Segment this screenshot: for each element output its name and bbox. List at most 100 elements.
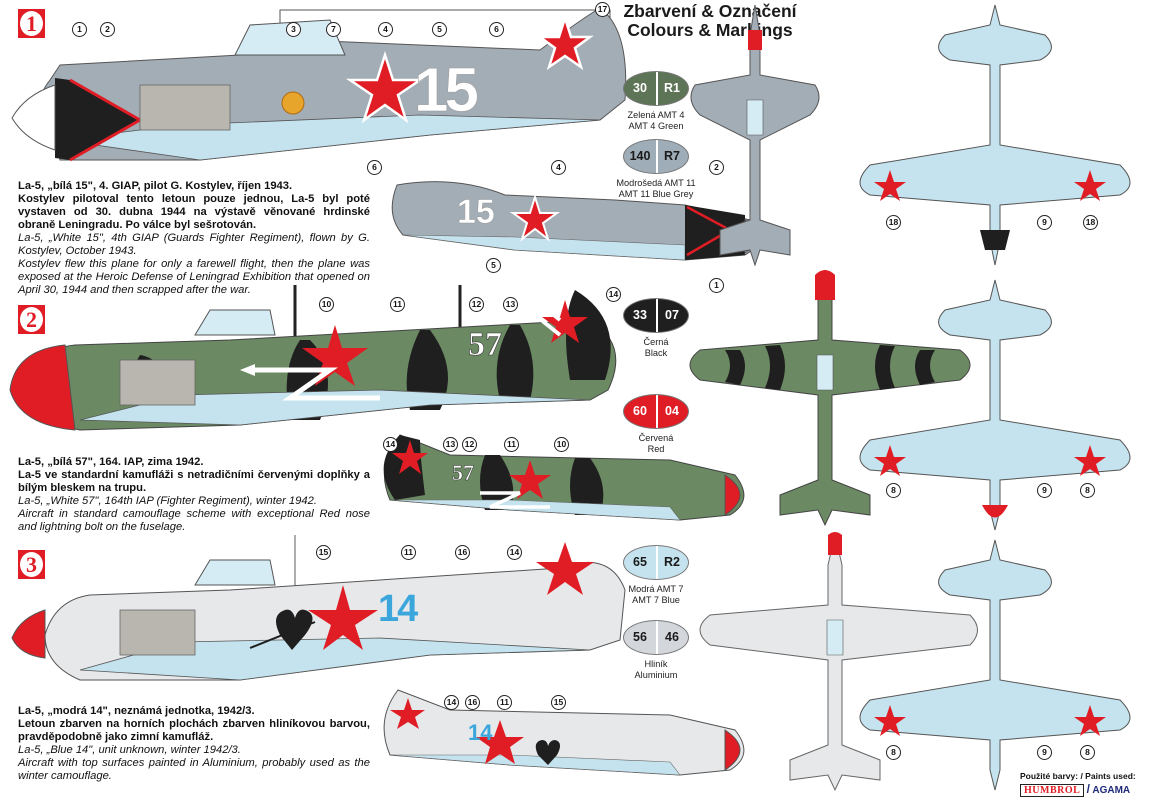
callout-marker: 1 [72, 22, 87, 37]
paint-name-cz: Černá [643, 337, 669, 347]
paint-name-cz: Modrá AMT 7 [628, 584, 684, 594]
paint-name-en: AMT 7 Blue [632, 595, 680, 605]
humbrol-code: 56 [633, 630, 647, 644]
scheme-3-body-en: Aircraft with top surfaces painted in Al… [18, 757, 370, 782]
callout-marker: 6 [367, 160, 382, 175]
callout-marker: 18 [886, 215, 901, 230]
paint-name-en: AMT 11 Blue Grey [618, 189, 694, 199]
brand-separator: / [1086, 782, 1090, 796]
callout-marker: 6 [489, 22, 504, 37]
callout-marker: 15 [551, 695, 566, 710]
paint-name-en: Aluminium [634, 670, 678, 680]
scheme-3-badge: 3 [18, 550, 45, 579]
scheme-3-description: La-5, „modrá 14", neznámá jednotka, 1942… [18, 705, 370, 783]
scheme-3-body-cz: Letoun zbarven na horních plochách zbarv… [18, 718, 370, 743]
callout-marker: 1 [709, 278, 724, 293]
scheme-3-heading-cz: La-5, „modrá 14", neznámá jednotka, 1942… [18, 705, 255, 717]
agama-code: 07 [665, 308, 679, 322]
callout-marker: 2 [100, 22, 115, 37]
humbrol-code: 33 [633, 308, 647, 322]
callout-marker: 10 [319, 297, 334, 312]
scheme-2-number: 2 [20, 307, 43, 332]
scheme-3-heading-en: La-5, „Blue 14", unit unknown, winter 19… [18, 744, 241, 756]
agama-code: 04 [665, 404, 679, 418]
callout-marker: 8 [886, 483, 901, 498]
callout-marker: 10 [554, 437, 569, 452]
callout-marker: 11 [497, 695, 512, 710]
paint-name-en: Black [644, 348, 668, 358]
scheme-1-heading-en: La-5, „White 15", 4th GIAP (Guards Fight… [18, 232, 370, 257]
callout-marker: 14 [606, 287, 621, 302]
callout-marker: 17 [595, 2, 610, 17]
scheme-3-small-code: 14 [468, 720, 493, 745]
paint-name-cz: Zelená AMT 4 [627, 110, 685, 120]
scheme-3-code: 14 [378, 588, 418, 630]
callout-marker: 13 [443, 437, 458, 452]
scheme-2-heading-cz: La-5, „bílá 57", 164. IAP, zima 1942. [18, 456, 204, 468]
scheme-2-bottom-view [859, 279, 1131, 531]
scheme-3-side-view-right [383, 689, 745, 776]
swatch-oval: 33 07 [623, 298, 689, 333]
callout-marker: 7 [326, 22, 341, 37]
paint-name-en: Red [647, 444, 665, 454]
callout-marker: 3 [286, 22, 301, 37]
callout-marker: 15 [316, 545, 331, 560]
scheme-1-description: La-5, „bílá 15", 4. GIAP, pilot G. Kosty… [18, 180, 370, 297]
callout-marker: 16 [465, 695, 480, 710]
humbrol-code: 65 [633, 555, 647, 569]
swatch-oval: 30 R1 [623, 71, 689, 106]
paints-used-label: Použité barvy: / Paints used: [1020, 771, 1136, 781]
callout-marker: 9 [1037, 483, 1052, 498]
agama-code: R1 [664, 81, 680, 95]
callout-marker: 11 [504, 437, 519, 452]
callout-marker: 14 [444, 695, 459, 710]
scheme-3-number: 3 [20, 552, 43, 577]
callout-marker: 11 [401, 545, 416, 560]
callout-marker: 14 [507, 545, 522, 560]
swatch-oval: 65 R2 [623, 545, 689, 580]
paint-swatch-blue: 65 R2 Modrá AMT 7 AMT 7 Blue [616, 545, 696, 606]
callout-marker: 5 [432, 22, 447, 37]
humbrol-logo: HUMBROL [1020, 784, 1085, 797]
callout-marker: 8 [1080, 483, 1095, 498]
paint-swatch-black: 33 07 Černá Black [616, 298, 696, 359]
callout-marker: 16 [455, 545, 470, 560]
scheme-1-top-view [690, 4, 820, 267]
paint-name-cz: Hliník [644, 659, 668, 669]
callout-marker: 12 [469, 297, 484, 312]
callout-marker: 2 [709, 160, 724, 175]
paint-name-en: AMT 4 Green [628, 121, 684, 131]
agama-logo: AGAMA [1092, 785, 1131, 796]
humbrol-code: 30 [633, 81, 647, 95]
callout-marker: 9 [1037, 745, 1052, 760]
agama-code: R2 [664, 555, 680, 569]
scheme-2-small-code: 57 [452, 460, 475, 485]
callout-marker: 13 [503, 297, 518, 312]
paint-name-cz: Modrošedá AMT 11 [616, 178, 696, 188]
scheme-3-bottom-view [859, 539, 1131, 791]
scheme-1-badge: 1 [18, 9, 45, 38]
scheme-1-side-view [11, 7, 627, 162]
scheme-2-heading-en: La-5, „White 57", 164th IAP (Fighter Reg… [18, 495, 317, 507]
scheme-3-side-view [11, 535, 626, 681]
paint-name-cz: Červená [638, 433, 674, 443]
callout-marker: 5 [486, 258, 501, 273]
scheme-2-top-view [689, 269, 971, 527]
callout-marker: 4 [378, 22, 393, 37]
callout-marker: 9 [1037, 215, 1052, 230]
paints-used-footer: Použité barvy: / Paints used: HUMBROL / … [1020, 771, 1136, 797]
scheme-2-side-view-right [383, 434, 745, 521]
callout-marker: 12 [462, 437, 477, 452]
callout-marker: 18 [1083, 215, 1098, 230]
scheme-2-body-en: Aircraft in standard camouflage scheme w… [18, 508, 370, 533]
scheme-1-body-cz: Kostylev pilotoval tento letoun pouze je… [18, 193, 370, 231]
scheme-2-code: 57 [468, 326, 503, 363]
scheme-3-top-view [699, 532, 978, 792]
scheme-1-small-code: 15 [457, 193, 495, 231]
